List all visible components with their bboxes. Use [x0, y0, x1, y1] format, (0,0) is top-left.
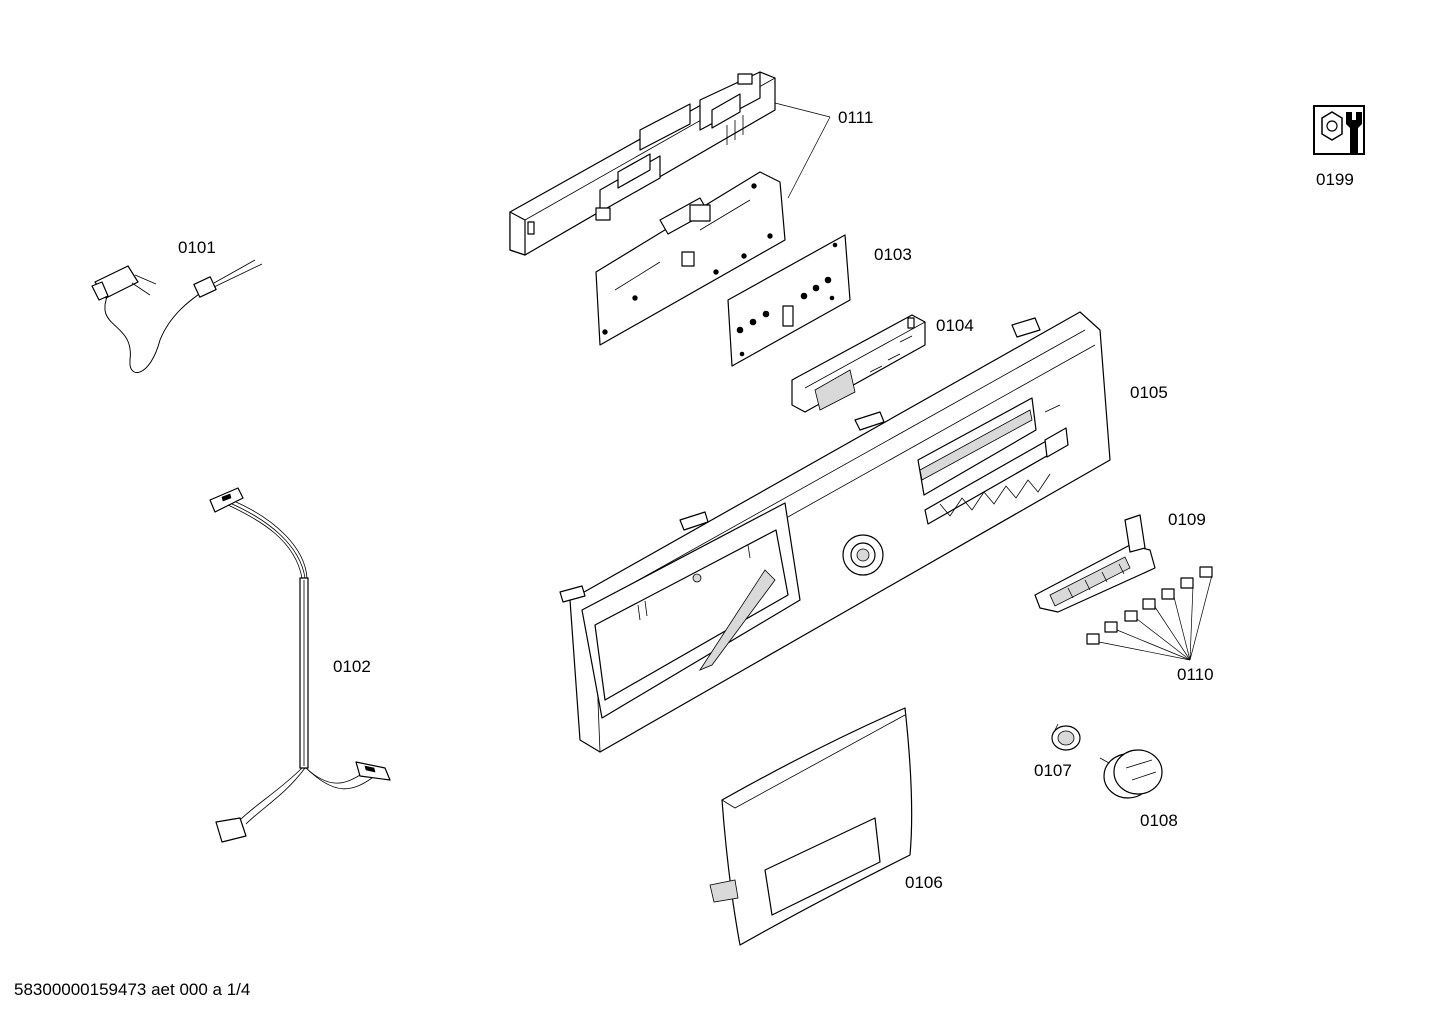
callout-0109: 0109	[1168, 510, 1206, 529]
part-0106-drawer-handle: 0106	[709, 707, 943, 946]
callout-0106: 0106	[905, 873, 943, 892]
callout-0102: 0102	[333, 657, 371, 676]
callout-0111: 0111	[838, 108, 873, 127]
callout-0199: 0199	[1316, 170, 1354, 189]
part-0105-control-panel: 0105	[559, 311, 1168, 753]
part-0104-button-holder: 0104	[791, 314, 974, 413]
part-0101-mains-cable: 0101	[91, 238, 263, 373]
part-0199-tools: 0199	[1313, 105, 1365, 189]
part-0109-button-carrier: 0109	[1034, 510, 1206, 613]
callout-0107: 0107	[1034, 761, 1072, 780]
document-footer-id: 58300000159473 aet 000 a 1/4	[14, 980, 251, 999]
callout-0110: 0110	[1177, 665, 1214, 684]
part-0103-display-board: 0103	[727, 234, 912, 367]
part-0107-knob-insert: 0107	[1034, 723, 1081, 780]
callout-0103: 0103	[874, 245, 912, 264]
callout-0105: 0105	[1130, 383, 1168, 402]
part-0111-control-module: 0111	[509, 71, 873, 346]
part-0108-rotary-knob: 0108	[1099, 749, 1178, 830]
part-0102-wiring-harness: 0102	[209, 487, 391, 843]
wrench-nut-icon	[1313, 105, 1365, 155]
callout-0101: 0101	[178, 238, 216, 257]
callout-0108: 0108	[1140, 811, 1178, 830]
part-0110-push-keys: 0110	[1086, 566, 1214, 684]
callout-0104: 0104	[936, 316, 974, 335]
